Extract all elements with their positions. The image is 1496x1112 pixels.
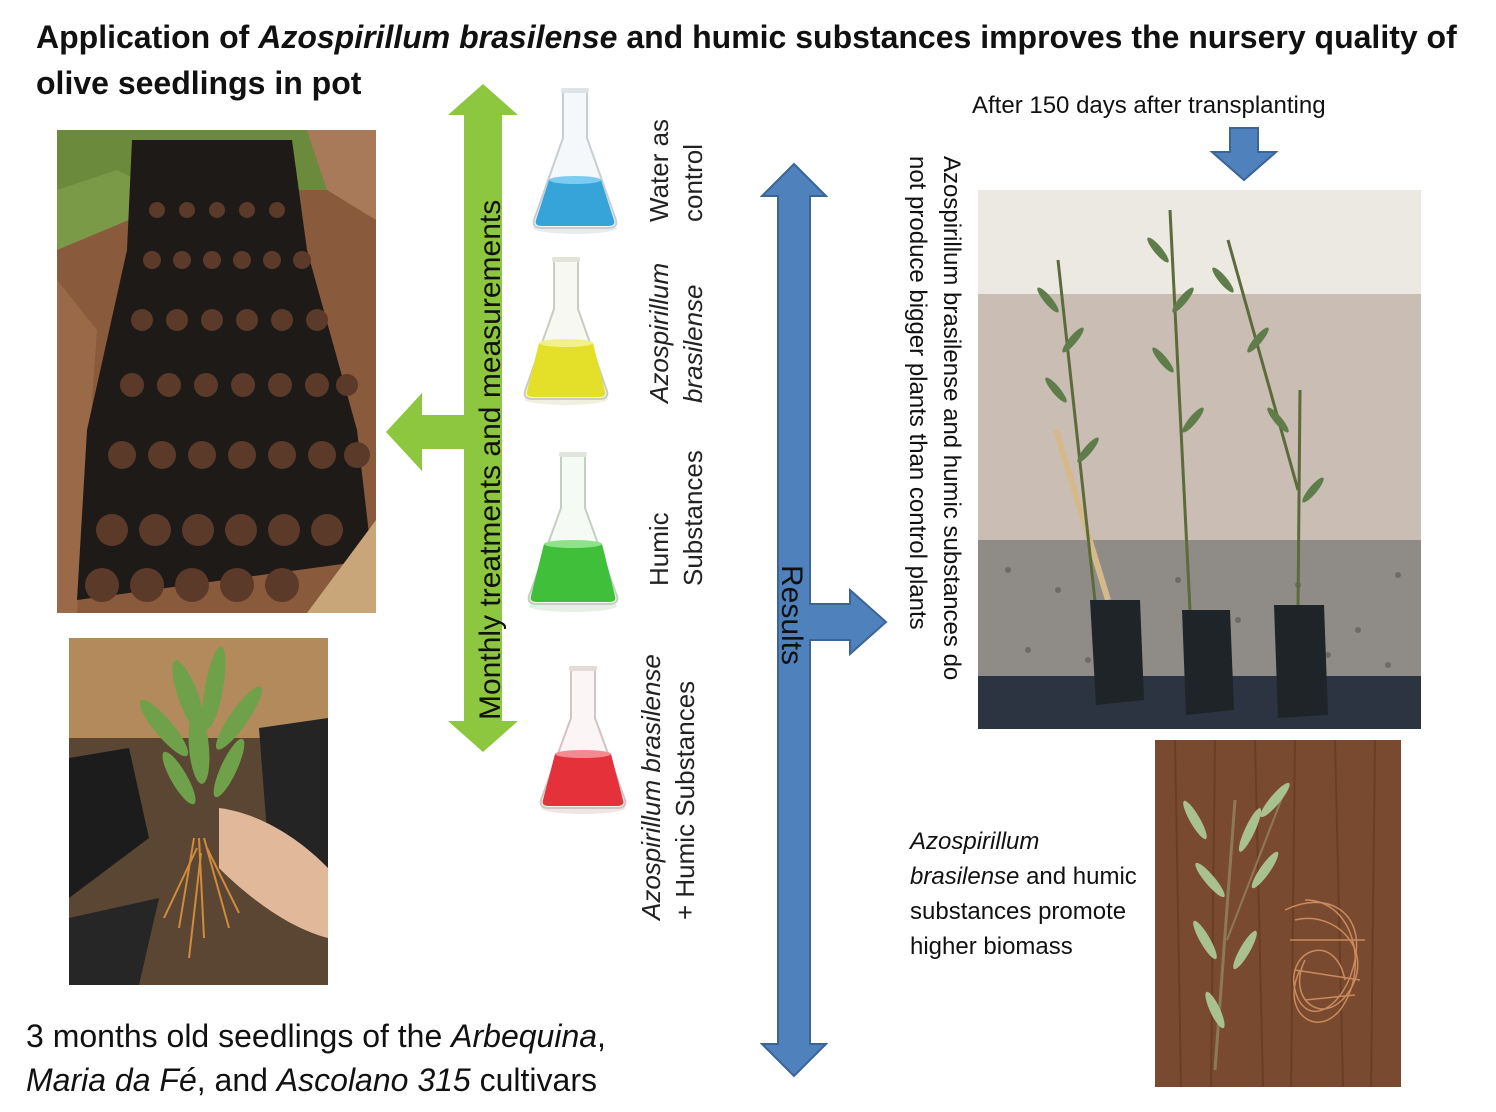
finding-height: Azospirillum brasilense and humic substa… — [904, 156, 965, 681]
treatments-double-arrow — [386, 84, 518, 752]
timing-label: After 150 days after transplanting — [972, 92, 1326, 119]
results-double-arrow — [760, 162, 888, 1078]
results-arrow-label: Results — [775, 565, 808, 666]
page-title: Application of Azospirillum brasilense a… — [36, 19, 1457, 101]
biomass-photo — [1155, 740, 1401, 1087]
treatments-arrow-shape — [386, 84, 518, 752]
treatment-label-combined: Azospirillum brasilense + Humic Substanc… — [636, 654, 700, 920]
seedlings-caption: 3 months old seedlings of the Arbequina,… — [26, 1018, 606, 1098]
finding-biomass: Azospirillum brasilense and humic substa… — [910, 828, 1137, 960]
three-plants-photo — [978, 190, 1421, 729]
flask-combined — [539, 666, 627, 814]
treatment-label-azospirillum: Azospirillum brasilense — [644, 262, 708, 403]
treatment-label-humic: Humic Substances — [644, 450, 708, 586]
flask-humic — [527, 452, 619, 612]
down-arrow-icon — [1209, 127, 1279, 182]
treatment-label-water: Water as control — [644, 118, 708, 222]
seedling-roots-photo — [69, 638, 328, 985]
treatments-arrow-label: Monthly treatments and measurements — [474, 199, 507, 720]
flask-azospirillum — [523, 257, 609, 405]
nursery-trays-photo — [57, 130, 376, 613]
flask-water — [532, 88, 618, 234]
results-arrow-shape — [760, 162, 888, 1078]
